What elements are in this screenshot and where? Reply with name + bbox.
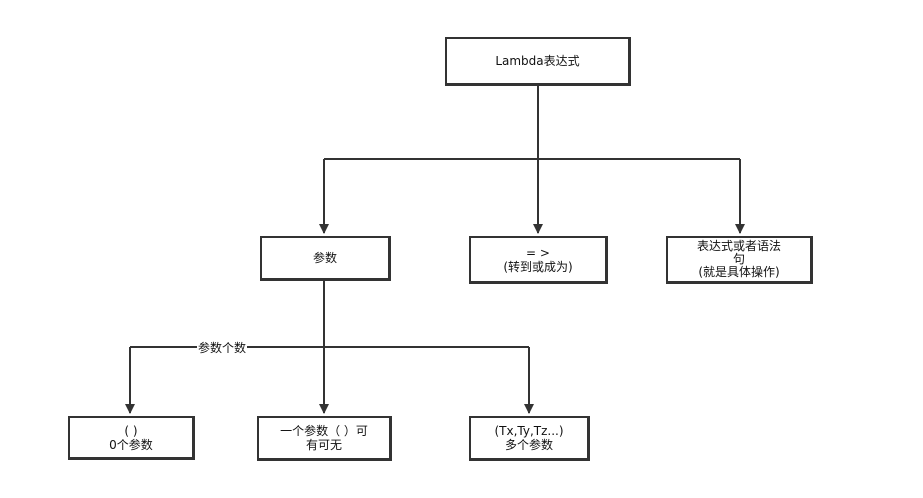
- node-expression-or-statement-line-3: (就是具体操作): [698, 265, 780, 279]
- node-goes-to: = > (转到或成为): [469, 236, 608, 284]
- node-zero-parameters: ( ) 0个参数: [68, 416, 195, 460]
- node-zero-parameters-line-2: 0个参数: [109, 437, 153, 452]
- node-one-parameter: 一个参数（ ）可 有可无: [257, 416, 392, 461]
- node-goes-to-line-2: (转到或成为): [503, 259, 573, 274]
- node-expression-or-statement-line-2: 句: [732, 252, 745, 266]
- node-parameters: 参数: [260, 236, 391, 281]
- node-one-parameter-line-1: 一个参数（ ）可: [280, 424, 368, 438]
- node-expression-or-statement-line-1: 表达式或者语法: [696, 239, 781, 253]
- edges-root: [319, 86, 745, 234]
- node-one-parameter-line-2: 有可无: [305, 438, 342, 452]
- node-goes-to-line-1: = >: [526, 245, 550, 260]
- node-multiple-parameters-line-1: (Tx,Ty,Tz...): [494, 424, 564, 438]
- node-lambda-expression-label: Lambda表达式: [495, 54, 580, 68]
- node-expression-or-statement: 表达式或者语法 句 (就是具体操作): [666, 236, 813, 284]
- node-lambda-expression: Lambda表达式: [445, 37, 631, 86]
- node-parameters-label: 参数: [312, 251, 337, 265]
- node-multiple-parameters: (Tx,Ty,Tz...) 多个参数: [469, 416, 590, 461]
- node-multiple-parameters-line-2: 多个参数: [504, 438, 553, 452]
- node-zero-parameters-line-1: ( ): [124, 423, 138, 438]
- edges-params: [125, 281, 534, 414]
- edge-label-param-count: 参数个数: [197, 341, 248, 355]
